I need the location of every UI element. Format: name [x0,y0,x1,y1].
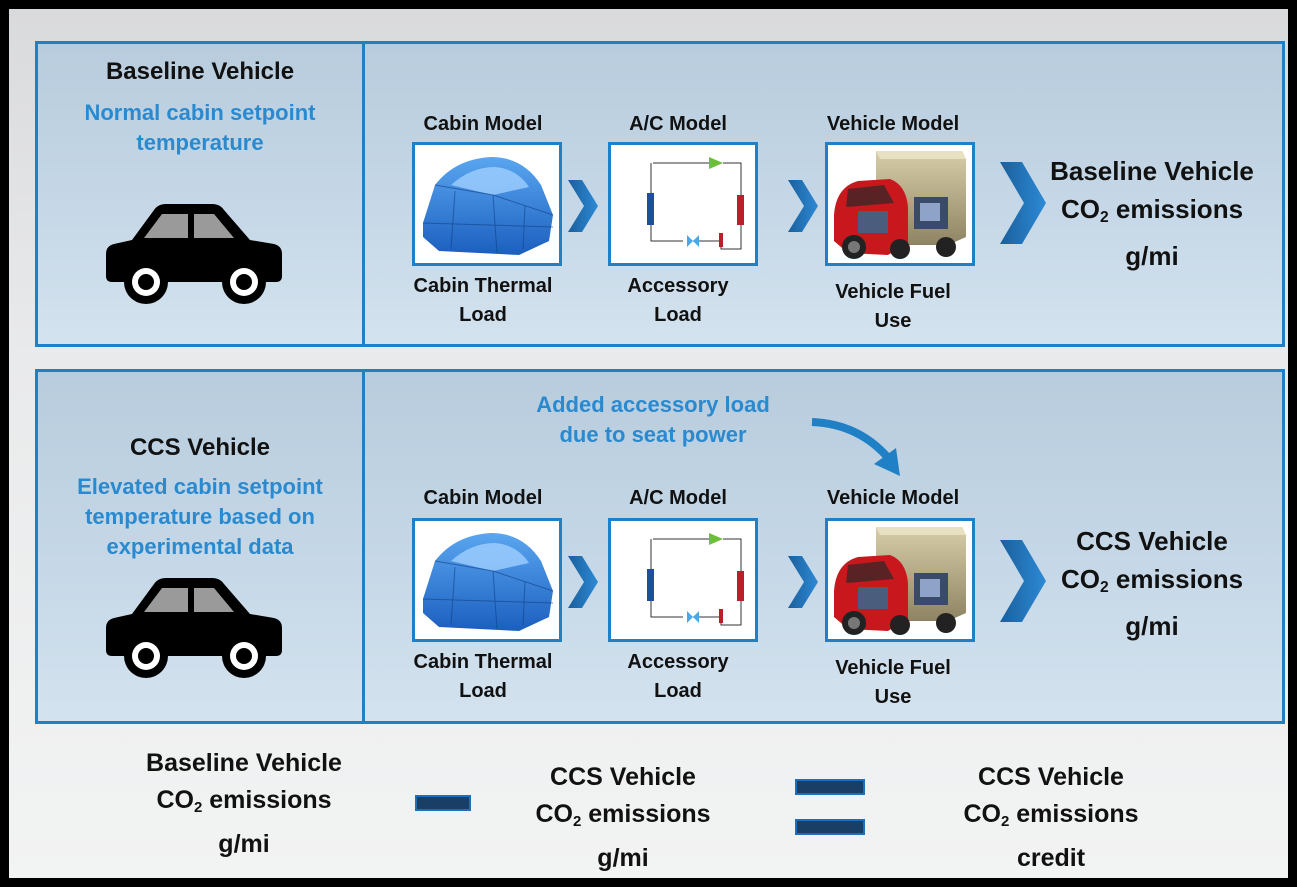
chevron-right-icon [568,556,598,608]
chevron-right-icon [788,180,818,232]
baseline-ac-model-label: A/C Model [629,113,727,135]
baseline-left-section: Baseline Vehicle Normal cabin setpoint t… [38,44,362,344]
ccs-subtitle-line2: temperature based on [85,504,315,529]
car-icon [88,194,300,304]
baseline-subtitle-line1: Normal cabin setpoint [84,100,316,125]
ac-schematic-icon [608,518,758,642]
car-icon [88,568,300,678]
ccs-panel: CCS Vehicle Elevated cabin setpoint temp… [35,369,1285,724]
equals-bottom-bar [795,819,865,835]
minus-icon [415,795,471,811]
ccs-subtitle-line1: Elevated cabin setpoint [77,474,323,499]
baseline-result-label: Baseline Vehicle CO2 emissions g/mi [1050,156,1254,271]
ccs-vehicle-model-label: Vehicle Model [826,487,960,509]
ccs-title: CCS Vehicle [129,434,271,461]
curved-arrow-icon [811,418,900,476]
ccs-cabin-model-label: Cabin Model [423,487,543,509]
added-load-annotation-line2: due to seat power [559,422,747,447]
cabin-model-icon [412,142,562,266]
baseline-divider [362,44,365,344]
baseline-panel: Baseline Vehicle Normal cabin setpoint t… [35,41,1285,347]
ccs-divider [362,372,365,721]
cabin-model-icon [412,518,562,642]
ac-schematic-icon [608,142,758,266]
ccs-left-section: CCS Vehicle Elevated cabin setpoint temp… [38,372,362,721]
baseline-subtitle-line2: temperature [136,130,264,155]
chevron-right-icon [568,180,598,232]
chevron-right-icon [1000,540,1046,622]
chevron-right-icon [1000,162,1046,244]
equation-term-ccs: CCS Vehicle CO2 emissions g/mi [535,763,711,872]
ccs-result-label: CCS Vehicle CO2 emissions g/mi [1060,526,1244,641]
equation-term-baseline: Baseline Vehicle CO2 emissions g/mi [146,749,342,858]
added-load-annotation-line1: Added accessory load [536,392,770,417]
diagram-canvas: Baseline Vehicle Normal cabin setpoint t… [9,9,1288,878]
baseline-vehicle-model-label: Vehicle Model [826,113,960,135]
baseline-title: Baseline Vehicle [105,58,295,85]
equation-term-credit: CCS Vehicle CO2 emissions credit [963,763,1139,872]
vehicle-model-icon [825,142,975,266]
chevron-right-icon [788,556,818,608]
ccs-ac-model-label: A/C Model [629,487,727,509]
vehicle-model-icon [825,518,975,642]
baseline-cabin-model-label: Cabin Model [423,113,543,135]
ccs-subtitle-line3: experimental data [106,534,294,559]
equals-top-bar [795,779,865,795]
